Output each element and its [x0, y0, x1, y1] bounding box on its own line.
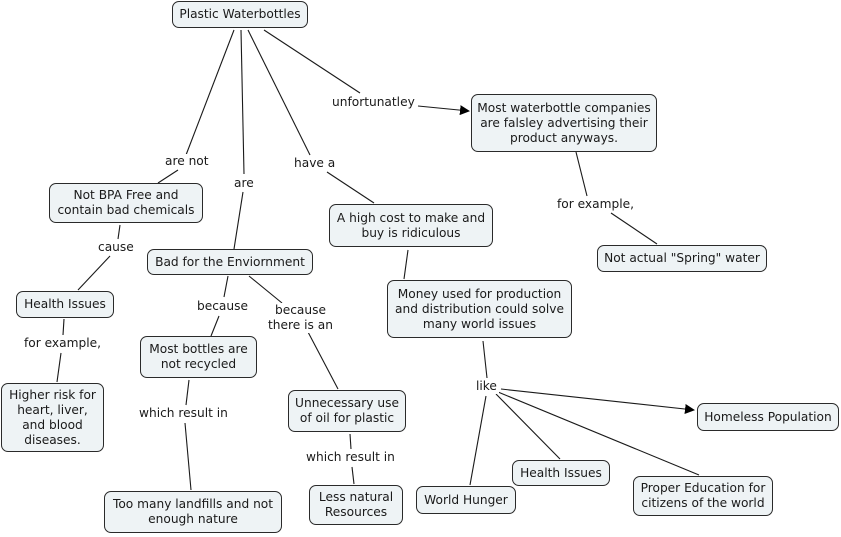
edge-money-like [482, 340, 488, 379]
node-not-spring-water[interactable]: Not actual "Spring" water [597, 245, 767, 272]
node-higher-risk[interactable]: Higher risk for heart, liver, and blood … [1, 383, 104, 452]
edge-bpa-cause [117, 224, 121, 240]
node-world-hunger[interactable]: World Hunger [416, 486, 516, 514]
edge-env-because-there [248, 275, 283, 304]
node-not-recycled[interactable]: Most bottles are not recycled [140, 336, 257, 378]
node-bad-for-environment[interactable]: Bad for the Enviornment [147, 249, 313, 275]
link-cause[interactable]: cause [96, 240, 136, 255]
link-because-there-is-an[interactable]: because there is an [266, 303, 335, 333]
edge-recycled-which-result [185, 379, 190, 406]
edge-cause-health1 [77, 255, 111, 291]
node-plastic-waterbottles[interactable]: Plastic Waterbottles [172, 1, 308, 28]
edge-root-are-not [185, 29, 235, 156]
edge-are-not-bpa [157, 169, 179, 184]
edge-which-result-resources [351, 466, 355, 485]
edge-oil-which-result [349, 433, 352, 450]
edge-root-are [240, 29, 245, 175]
node-proper-education[interactable]: Proper Education for citizens of the wor… [633, 476, 773, 516]
edge-cost-money [403, 249, 409, 280]
edge-for-example-risk [56, 352, 62, 383]
edge-unfortunately-false-ad [417, 105, 470, 116]
edge-health1-for-example [62, 318, 65, 336]
link-which-result-in-resources[interactable]: which result in [304, 450, 397, 465]
edge-root-unfortunately [263, 29, 361, 94]
edge-like-health2 [495, 393, 561, 460]
link-are[interactable]: are [232, 176, 256, 191]
edge-for-example-spring [610, 212, 658, 245]
edge-have-a-cost [326, 171, 375, 204]
edge-which-result-landfills [184, 422, 192, 491]
node-money-world-issues[interactable]: Money used for production and distributi… [387, 280, 572, 338]
node-too-many-landfills[interactable]: Too many landfills and not enough nature [104, 491, 282, 533]
edge-env-because [223, 275, 229, 298]
node-health-issues-1[interactable]: Health Issues [16, 291, 114, 318]
node-unnecessary-oil[interactable]: Unnecessary use of oil for plastic [288, 390, 406, 432]
link-which-result-in-landfills[interactable]: which result in [137, 406, 230, 421]
link-for-example-risk[interactable]: for example, [22, 336, 103, 351]
link-for-example-spring[interactable]: for example, [555, 197, 636, 212]
link-unfortunately[interactable]: unfortunatley [330, 95, 417, 110]
edge-root-have-a [247, 29, 311, 156]
node-false-advertising[interactable]: Most waterbottle companies are falsley a… [471, 94, 657, 152]
node-high-cost[interactable]: A high cost to make and buy is ridiculou… [329, 204, 493, 247]
edge-like-education [497, 391, 700, 476]
node-not-bpa-free[interactable]: Not BPA Free and contain bad chemicals [49, 183, 203, 223]
link-have-a[interactable]: have a [292, 156, 338, 171]
node-less-resources[interactable]: Less natural Resources [309, 485, 403, 525]
edge-because-recycled [210, 315, 220, 337]
node-health-issues-2[interactable]: Health Issues [512, 460, 610, 486]
edge-like-hunger [469, 395, 487, 486]
link-are-not[interactable]: are not [163, 154, 211, 169]
link-like[interactable]: like [474, 379, 499, 394]
link-because[interactable]: because [195, 299, 250, 314]
edge-like-homeless [500, 388, 695, 414]
edge-because-there-oil [307, 331, 339, 390]
node-homeless-population[interactable]: Homeless Population [697, 403, 839, 431]
edge-false-ad-for-example [575, 151, 588, 197]
edge-are-env [233, 191, 244, 250]
